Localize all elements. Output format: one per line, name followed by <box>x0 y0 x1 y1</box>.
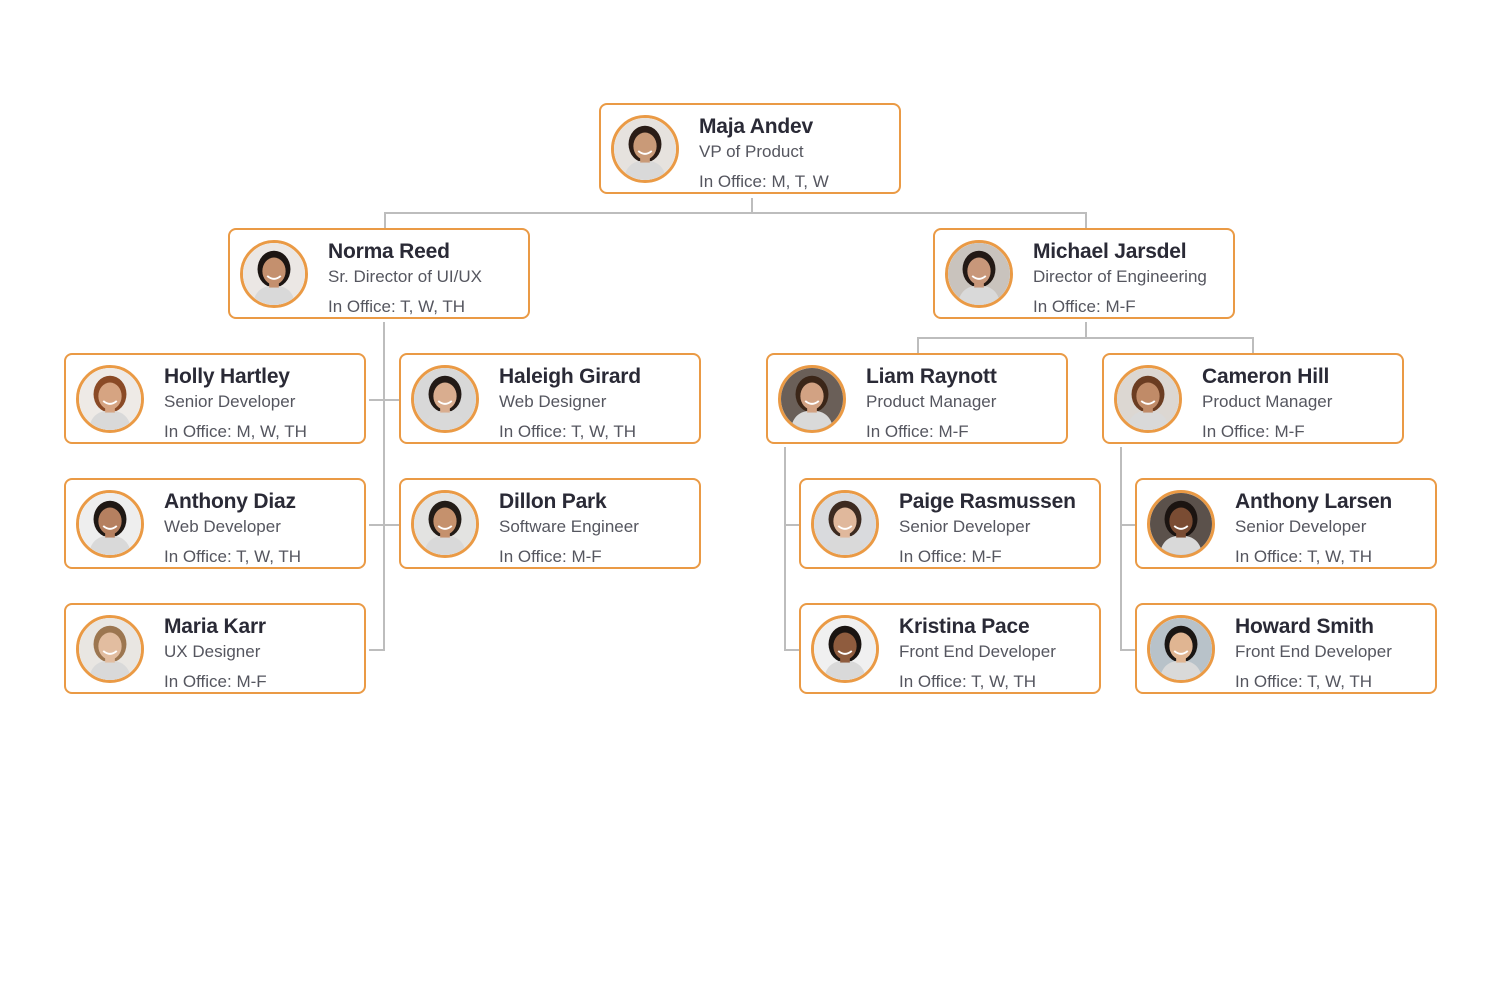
connector-to-cameron <box>1252 337 1254 354</box>
avatar <box>76 365 144 433</box>
person-title: Web Developer <box>164 517 281 536</box>
office-days: In Office: M, T, W <box>699 172 829 191</box>
person-card-norma[interactable]: Norma Reed Sr. Director of UI/UX In Offi… <box>228 228 530 319</box>
person-card-paige[interactable]: Paige Rasmussen Senior Developer In Offi… <box>799 478 1101 569</box>
person-name: Dillon Park <box>499 490 607 513</box>
person-name: Norma Reed <box>328 240 450 263</box>
person-title: Web Designer <box>499 392 607 411</box>
person-name: Holly Hartley <box>164 365 290 388</box>
office-days: In Office: T, W, TH <box>164 547 301 566</box>
connector-michael-down <box>1085 322 1087 339</box>
avatar <box>1147 490 1215 558</box>
office-days: In Office: M-F <box>499 547 602 566</box>
person-name: Maria Karr <box>164 615 266 638</box>
office-days: In Office: M, W, TH <box>164 422 307 441</box>
avatar <box>945 240 1013 308</box>
connector-cameron-trunk <box>1120 447 1122 651</box>
office-days: In Office: M-F <box>866 422 969 441</box>
office-days: In Office: T, W, TH <box>1235 547 1372 566</box>
avatar <box>76 490 144 558</box>
connector-holly-haleigh <box>369 399 400 401</box>
connector-to-liam <box>917 337 919 354</box>
office-days: In Office: T, W, TH <box>1235 672 1372 691</box>
connector-norma-trunk <box>383 322 385 651</box>
avatar <box>1114 365 1182 433</box>
person-name: Haleigh Girard <box>499 365 641 388</box>
office-days: In Office: M-F <box>1202 422 1305 441</box>
person-name: Anthony Larsen <box>1235 490 1393 513</box>
connector-liam-trunk <box>784 447 786 651</box>
avatar <box>811 615 879 683</box>
person-card-cameron[interactable]: Cameron Hill Product Manager In Office: … <box>1102 353 1404 444</box>
person-card-kristina[interactable]: Kristina Pace Front End Developer In Off… <box>799 603 1101 694</box>
connector-level1-horizontal <box>384 212 1087 214</box>
avatar <box>411 490 479 558</box>
person-title: UX Designer <box>164 642 261 661</box>
person-title: Front End Developer <box>899 642 1056 661</box>
office-days: In Office: T, W, TH <box>328 297 465 316</box>
avatar <box>411 365 479 433</box>
person-title: Product Manager <box>1202 392 1333 411</box>
connector-paige <box>784 524 799 526</box>
person-card-howard[interactable]: Howard Smith Front End Developer In Offi… <box>1135 603 1437 694</box>
person-name: Maja Andev <box>699 115 813 138</box>
connector-maja-down <box>751 198 753 214</box>
person-card-anthony-larsen[interactable]: Anthony Larsen Senior Developer In Offic… <box>1135 478 1437 569</box>
person-title: Software Engineer <box>499 517 639 536</box>
avatar <box>811 490 879 558</box>
person-name: Howard Smith <box>1235 615 1374 638</box>
person-name: Cameron Hill <box>1202 365 1330 388</box>
person-card-holly[interactable]: Holly Hartley Senior Developer In Office… <box>64 353 366 444</box>
connector-to-michael <box>1085 212 1087 229</box>
avatar <box>240 240 308 308</box>
person-name: Anthony Diaz <box>164 490 296 513</box>
person-name: Paige Rasmussen <box>899 490 1076 513</box>
person-card-michael[interactable]: Michael Jarsdel Director of Engineering … <box>933 228 1235 319</box>
person-title: VP of Product <box>699 142 804 161</box>
connector-anthonyd-dillon <box>369 524 400 526</box>
person-title: Director of Engineering <box>1033 267 1207 286</box>
avatar <box>76 615 144 683</box>
avatar <box>611 115 679 183</box>
office-days: In Office: T, W, TH <box>899 672 1036 691</box>
office-days: In Office: T, W, TH <box>499 422 636 441</box>
person-title: Sr. Director of UI/UX <box>328 267 482 286</box>
connector-howard <box>1120 649 1135 651</box>
person-title: Senior Developer <box>164 392 296 411</box>
person-card-haleigh[interactable]: Haleigh Girard Web Designer In Office: T… <box>399 353 701 444</box>
connector-level2-right-horizontal <box>917 337 1254 339</box>
office-days: In Office: M-F <box>899 547 1002 566</box>
person-card-liam[interactable]: Liam Raynott Product Manager In Office: … <box>766 353 1068 444</box>
connector-anthonyl <box>1120 524 1135 526</box>
person-card-maria[interactable]: Maria Karr UX Designer In Office: M-F <box>64 603 366 694</box>
person-card-maja[interactable]: Maja Andev VP of Product In Office: M, T… <box>599 103 901 194</box>
person-card-dillon[interactable]: Dillon Park Software Engineer In Office:… <box>399 478 701 569</box>
person-name: Liam Raynott <box>866 365 997 388</box>
person-title: Product Manager <box>866 392 997 411</box>
person-title: Front End Developer <box>1235 642 1392 661</box>
office-days: In Office: M-F <box>1033 297 1136 316</box>
office-days: In Office: M-F <box>164 672 267 691</box>
person-card-anthony-diaz[interactable]: Anthony Diaz Web Developer In Office: T,… <box>64 478 366 569</box>
person-name: Michael Jarsdel <box>1033 240 1187 263</box>
person-title: Senior Developer <box>1235 517 1367 536</box>
connector-maria <box>369 649 385 651</box>
avatar <box>1147 615 1215 683</box>
person-title: Senior Developer <box>899 517 1031 536</box>
person-name: Kristina Pace <box>899 615 1030 638</box>
connector-to-norma <box>384 212 386 229</box>
avatar <box>778 365 846 433</box>
connector-kristina <box>784 649 799 651</box>
